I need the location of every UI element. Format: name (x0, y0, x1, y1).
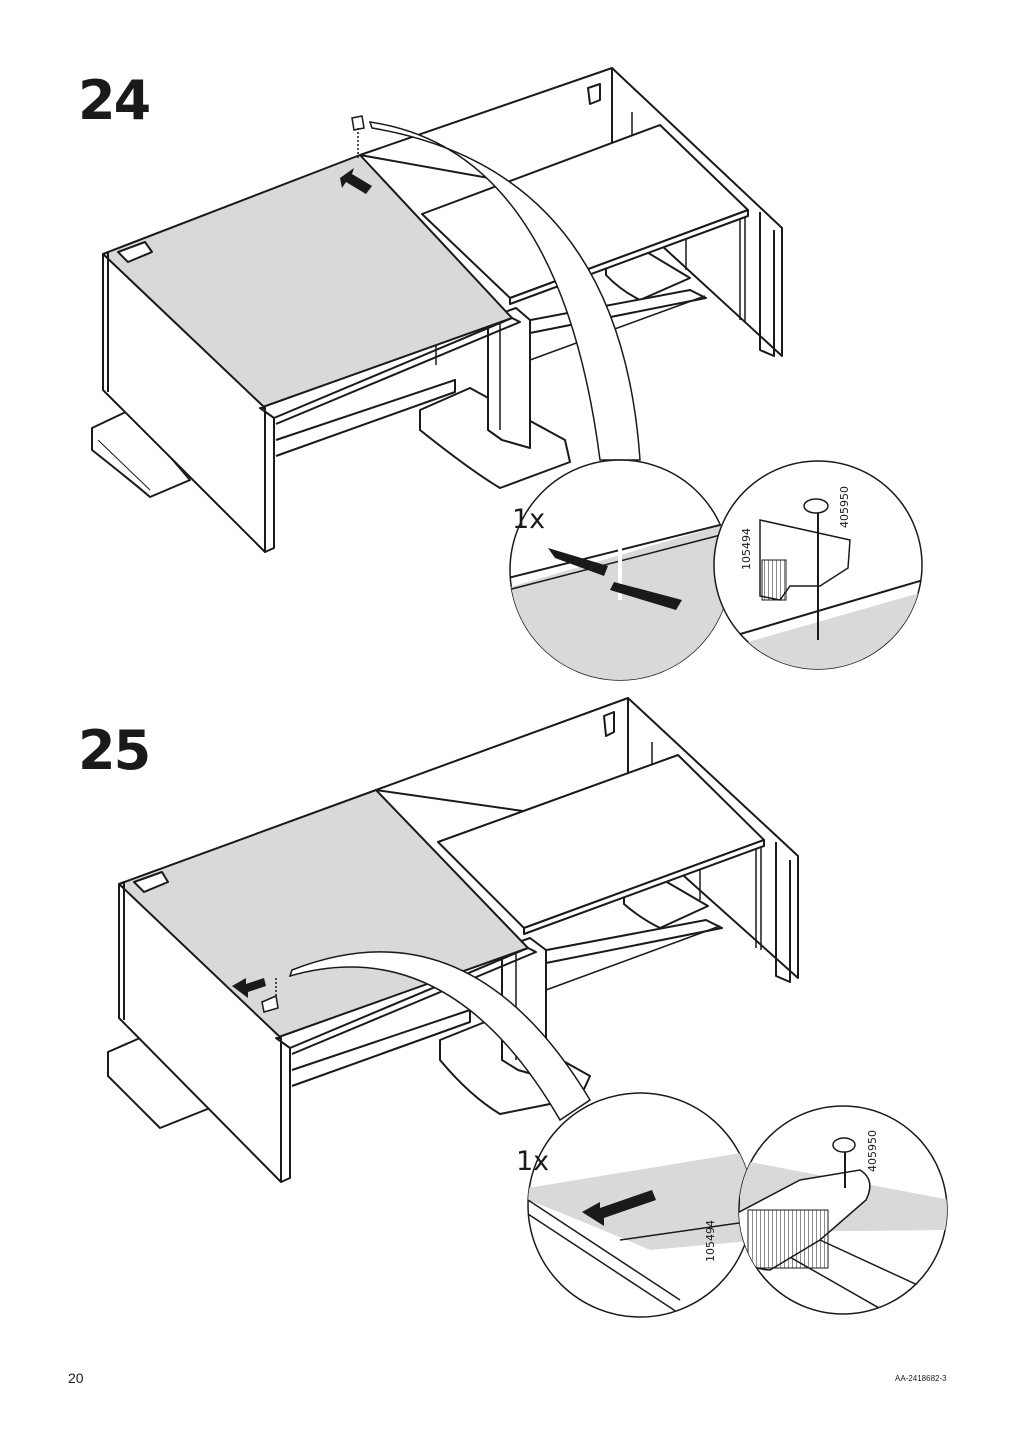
support-book-left (91, 409, 191, 498)
detail-circle-25-left (527, 1092, 753, 1318)
step-24-part-number-bracket: 105494 (740, 528, 753, 570)
detail-circle-25-right (738, 1105, 948, 1315)
page-number: 20 (68, 1370, 84, 1386)
bracket-icon (261, 994, 279, 1013)
document-code: AA-2418682-3 (895, 1374, 947, 1383)
back-bracket (603, 711, 615, 737)
back-bracket (587, 83, 601, 105)
step-number-24: 24 (78, 69, 151, 132)
push-arrow-icon (340, 168, 372, 194)
front-side-panel (275, 1037, 291, 1183)
pull-arrow-icon (232, 978, 266, 998)
callout-ribbon (368, 121, 641, 461)
pull-arrow-icon (582, 1190, 656, 1226)
step-24-illustration (91, 67, 783, 553)
support-book-right (419, 387, 571, 489)
corner-bracket (133, 871, 169, 893)
corner-bracket (117, 241, 153, 263)
step-25-part-number-screw: 405950 (866, 1130, 879, 1172)
step-25-part-number-bracket: 105494 (704, 1220, 717, 1262)
push-arrow-icon (610, 582, 682, 610)
support-book-left (107, 1037, 211, 1129)
step-number-25: 25 (78, 719, 151, 782)
front-side-panel (259, 407, 275, 553)
step-25-fastener (261, 978, 279, 1013)
detail-circle-24-right (713, 460, 923, 670)
step-24-fastener (351, 115, 365, 160)
step-25-quantity: 1x (516, 1146, 550, 1177)
bracket-icon (351, 115, 365, 131)
callout-ribbon (288, 951, 592, 1122)
push-arrow-icon (548, 548, 608, 576)
step-24-part-number-screw: 405950 (838, 486, 851, 528)
step-24-quantity: 1x (512, 504, 546, 535)
